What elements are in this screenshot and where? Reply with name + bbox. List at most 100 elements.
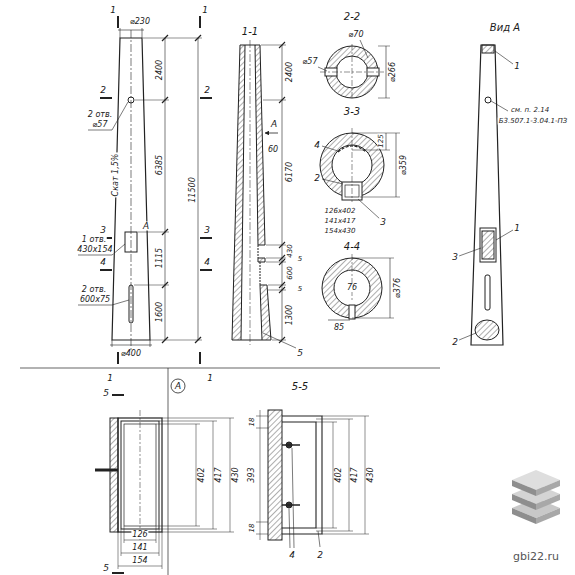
pole-elevation-stroke: [165, 38, 166, 340]
pole-elevation-stroke: [112, 340, 113, 347]
section-1-1-stroke: [261, 45, 286, 340]
dimension: 430: [287, 243, 294, 258]
section-5-5-stroke-stroke: [256, 522, 268, 523]
detail-a-stroke-stroke: [156, 526, 157, 543]
section-2-2-stroke: [378, 46, 390, 47]
section-mark: 3: [99, 226, 107, 235]
dimension: 6385: [156, 154, 164, 176]
section-1-1-stroke-stroke: [279, 337, 285, 343]
dimension: 18: [249, 417, 256, 428]
dimension: 6170: [286, 161, 294, 183]
callout-number: 5: [296, 349, 304, 358]
pole-elevation-stroke: [100, 16, 212, 364]
pole-elevation-stroke-stroke: [88, 130, 112, 131]
detail-a-stroke-stroke: [124, 526, 125, 543]
dimension: 430: [367, 466, 375, 483]
logo-icon-stroke: [536, 508, 560, 524]
dimension: 125: [378, 133, 385, 148]
section-5-5-stroke: [282, 504, 300, 506]
pole-elevation-stroke: [150, 340, 202, 341]
detail-a-stroke-stroke: [112, 572, 124, 574]
dimension: ⌀57: [92, 121, 109, 129]
section-5-5-stroke: [256, 410, 369, 540]
view-a-stroke: [471, 45, 503, 345]
logo-icon-stroke: [512, 480, 536, 496]
view-title: Вид А: [489, 23, 521, 33]
callout-number: 1: [513, 62, 521, 71]
section-2-2-stroke: [318, 67, 327, 71]
view-a-stroke: [491, 101, 508, 111]
pole-elevation-stroke-stroke: [112, 300, 129, 305]
section-mark: 1: [206, 374, 214, 383]
section-1-1-stroke: [263, 333, 296, 348]
pole-elevation-stroke: [134, 285, 169, 286]
dimension: 141х417: [324, 218, 357, 225]
view-a-stroke: [482, 231, 494, 259]
section-1-1-stroke: [260, 285, 271, 340]
section-5-5-stroke-stroke: [316, 531, 353, 532]
section-5-5-stroke: [289, 509, 290, 548]
dimension: 5: [297, 286, 303, 293]
pole-elevation-stroke: [128, 97, 134, 103]
detail-a-stroke-stroke: [159, 529, 160, 556]
dimension: 141: [131, 544, 148, 552]
pole-drawing-stroke: [20, 16, 560, 575]
view-a: [459, 45, 513, 345]
section-mark: 4: [203, 258, 211, 267]
pole-elevation-stroke-stroke: [200, 269, 212, 271]
section-mark: 2: [203, 86, 211, 95]
frame-line-stroke: [20, 368, 440, 369]
section-1-1-stroke-stroke: [279, 287, 285, 293]
section-mark: 3: [203, 226, 211, 235]
pole-elevation-stroke-stroke: [112, 244, 125, 255]
detail-a-stroke-stroke: [230, 418, 231, 532]
pole-elevation-stroke: [125, 232, 137, 252]
section-3-3-stroke: [352, 128, 353, 202]
section-mark: 5: [102, 564, 110, 573]
section-mark: 5: [102, 389, 110, 398]
callout-number: 4: [313, 141, 321, 150]
callout-number: 1: [513, 224, 521, 233]
dimension: 11500: [189, 176, 197, 203]
note: Скат 1,5%: [112, 153, 120, 198]
section-1-1-stroke: [279, 42, 285, 343]
section-3-3-stroke: [360, 197, 400, 198]
dimension: ⌀359: [400, 154, 408, 176]
dimension: 60: [267, 146, 279, 154]
dimension: 430х154: [76, 246, 113, 254]
section-1-1-stroke: [260, 262, 261, 285]
pole-elevation-stroke: [120, 28, 121, 38]
view-mark: A: [270, 120, 278, 129]
section-5-5-stroke-stroke: [316, 528, 337, 529]
section-1-1-stroke-stroke: [268, 290, 286, 291]
view-a-stroke: [459, 333, 476, 340]
pole-elevation-stroke-stroke: [78, 305, 112, 306]
section-5-5-stroke-stroke: [322, 534, 369, 535]
pole-elevation-stroke: [129, 285, 133, 323]
pole-elevation: [78, 16, 212, 364]
section-5-5-stroke-stroke: [365, 416, 366, 534]
dimension: ⌀57: [302, 58, 319, 66]
view-a-stroke: [480, 228, 496, 262]
section-5-5-stroke-stroke: [256, 416, 268, 417]
section-mark: 2: [99, 86, 107, 95]
pole-elevation-stroke-stroke: [200, 237, 212, 239]
section-3-3-stroke: [352, 150, 390, 151]
detail-a-stroke: [118, 418, 234, 569]
section-4-4-stroke: [352, 258, 394, 259]
callout-number: 3: [379, 218, 387, 227]
detail-a-stroke-stroke: [118, 532, 119, 569]
section-1-1-stroke-stroke: [279, 242, 285, 248]
detail-a-stroke-stroke: [159, 529, 217, 530]
logo-icon: [512, 470, 560, 524]
dimension: 417: [351, 466, 359, 483]
detail-a-stroke-stroke: [156, 526, 200, 527]
detail-a-stroke-stroke: [124, 540, 156, 541]
pole-elevation-stroke: [110, 345, 152, 346]
section-mark: 1: [106, 374, 114, 383]
dimension: 402: [198, 466, 206, 483]
section-1-1-stroke-stroke: [279, 97, 285, 103]
section-1-1-stroke: [265, 133, 278, 134]
detail-a-stroke-stroke: [196, 424, 197, 526]
detail-a-stroke-stroke: [162, 418, 234, 419]
